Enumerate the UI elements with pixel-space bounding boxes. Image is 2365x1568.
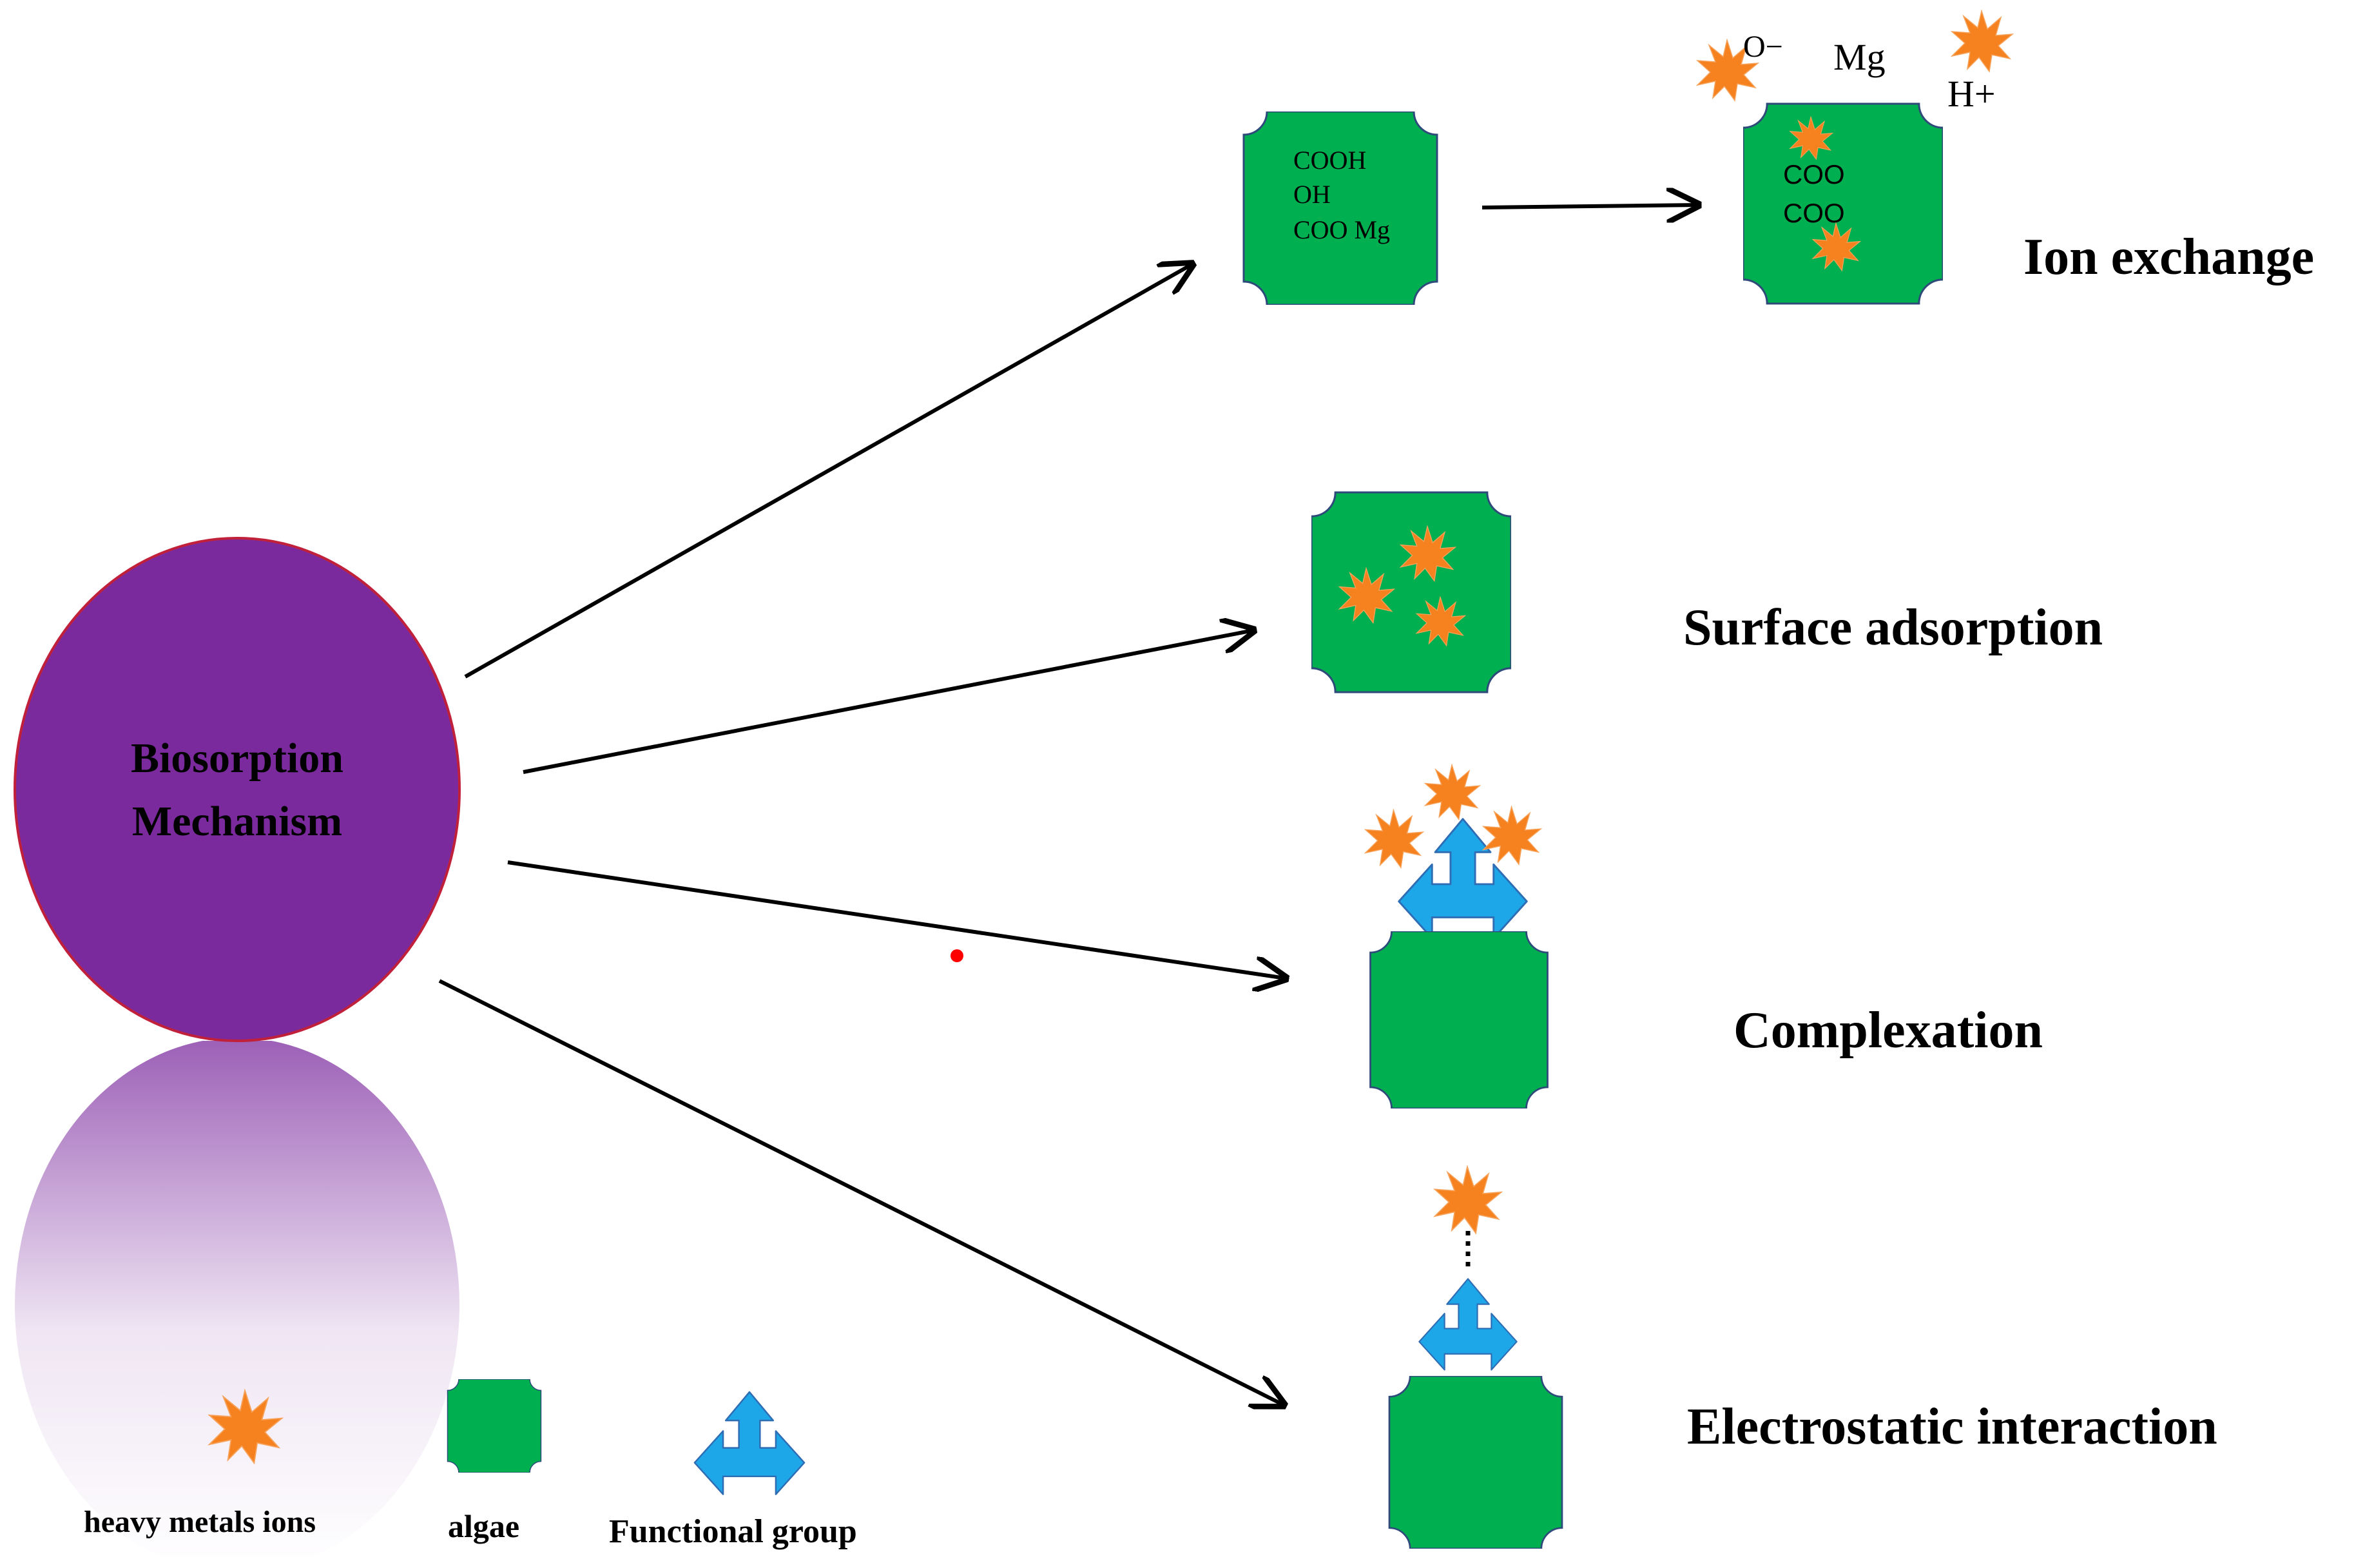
chem-cooh: COOH [1293,146,1366,175]
arrow-to-electrostatic [438,979,1284,1405]
chem-coo-1: COO [1783,159,1845,189]
chem-h-plus: H+ [1947,73,1996,115]
chem-coo-2: COO [1783,198,1845,228]
algae-cell-complex [1369,931,1549,1108]
ion-electrostatic [1434,1166,1502,1234]
arrow-ion-exchange-step [1482,205,1698,208]
arrow-to-ion-exchange [464,264,1192,679]
label-complexation: Complexation [1733,1002,2043,1059]
center-label-line1: Biosorption [131,735,343,782]
algae-cell-electrostatic [1388,1376,1563,1549]
legend-functional-group-icon [693,1391,806,1496]
functional-group-electrostatic [1418,1278,1518,1371]
label-ion-exchange: Ion exchange [2023,229,2314,286]
legend-heavy-metals-label: heavy metals ions [84,1505,316,1539]
ion-complex-right [1483,806,1541,865]
ion-complex-left [1365,809,1424,868]
algae-cell-surface [1311,491,1511,693]
biosorption-center [14,537,461,1042]
chem-mg: Mg [1833,36,1886,78]
chem-oh: OH [1293,180,1331,209]
red-dot [951,949,963,962]
center-reflection [15,1041,459,1556]
ion-complex-top [1424,764,1480,820]
arrow-to-complexation [507,860,1286,978]
arrow-to-surface-adsorption [523,630,1253,774]
ion-released-right [1951,10,2013,72]
label-surface-adsorption: Surface adsorption [1683,599,2103,656]
algae-cell-before-exchange [1242,111,1438,305]
legend-functional-group-label: Functional group [609,1513,857,1550]
chem-coo-mg: COO Mg [1293,215,1390,244]
legend-algae-label: algae [448,1508,519,1544]
label-electrostatic-interaction: Electrostatic interaction [1687,1399,2217,1455]
legend-algae-icon [447,1379,542,1473]
chem-o-minus: O− [1743,30,1783,64]
center-label-line2: Mechanism [132,798,342,845]
